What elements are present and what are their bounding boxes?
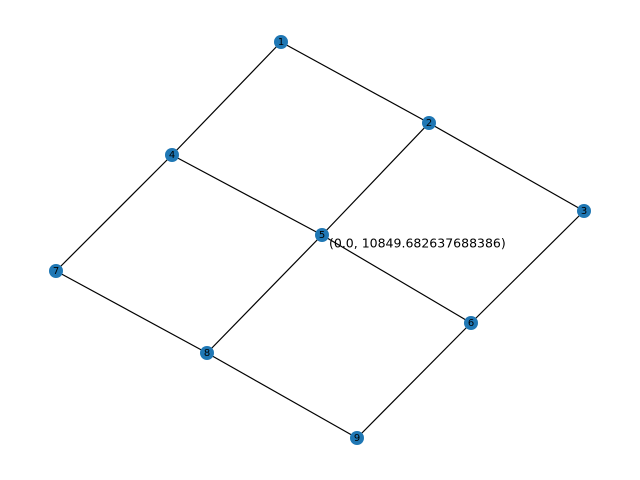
node-circle-9 [350, 431, 364, 445]
node-circle-3 [577, 204, 591, 218]
node-3: 3 [577, 204, 591, 218]
edge-2-5 [321, 122, 430, 236]
node-annotation: (0.0, 10849.682637688386) [329, 236, 506, 251]
node-circle-5 [315, 228, 329, 242]
node-label-1: 1 [278, 37, 284, 48]
node-label-2: 2 [426, 118, 432, 129]
edge-8-9 [206, 352, 358, 439]
node-1: 1 [274, 35, 288, 49]
edge-2-3 [428, 122, 585, 212]
node-5: 5 [315, 228, 329, 242]
edge-6-9 [356, 322, 472, 439]
node-circle-4 [165, 148, 179, 162]
node-circle-6 [464, 316, 478, 330]
node-label-8: 8 [204, 348, 210, 359]
edge-3-6 [470, 210, 585, 324]
node-label-3: 3 [581, 206, 587, 217]
edge-7-8 [55, 270, 208, 354]
node-circle-8 [200, 346, 214, 360]
edges-layer [55, 41, 585, 439]
edge-4-5 [171, 154, 323, 236]
node-label-7: 7 [53, 266, 59, 277]
node-label-4: 4 [169, 150, 175, 161]
node-label-5: 5 [319, 230, 325, 241]
edge-5-8 [206, 234, 323, 354]
node-circle-1 [274, 35, 288, 49]
node-4: 4 [165, 148, 179, 162]
node-7: 7 [49, 264, 63, 278]
node-8: 8 [200, 346, 214, 360]
node-6: 6 [464, 316, 478, 330]
node-label-6: 6 [468, 318, 474, 329]
edge-1-2 [280, 41, 430, 124]
node-2: 2 [422, 116, 436, 130]
edge-1-4 [171, 41, 282, 156]
edge-4-7 [55, 154, 173, 272]
edge-5-6 [321, 234, 472, 324]
node-label-9: 9 [354, 433, 360, 444]
node-circle-7 [49, 264, 63, 278]
node-circle-2 [422, 116, 436, 130]
nodes-layer: 1 2 3 4 5 6 7 8 9 [49, 35, 591, 445]
node-9: 9 [350, 431, 364, 445]
